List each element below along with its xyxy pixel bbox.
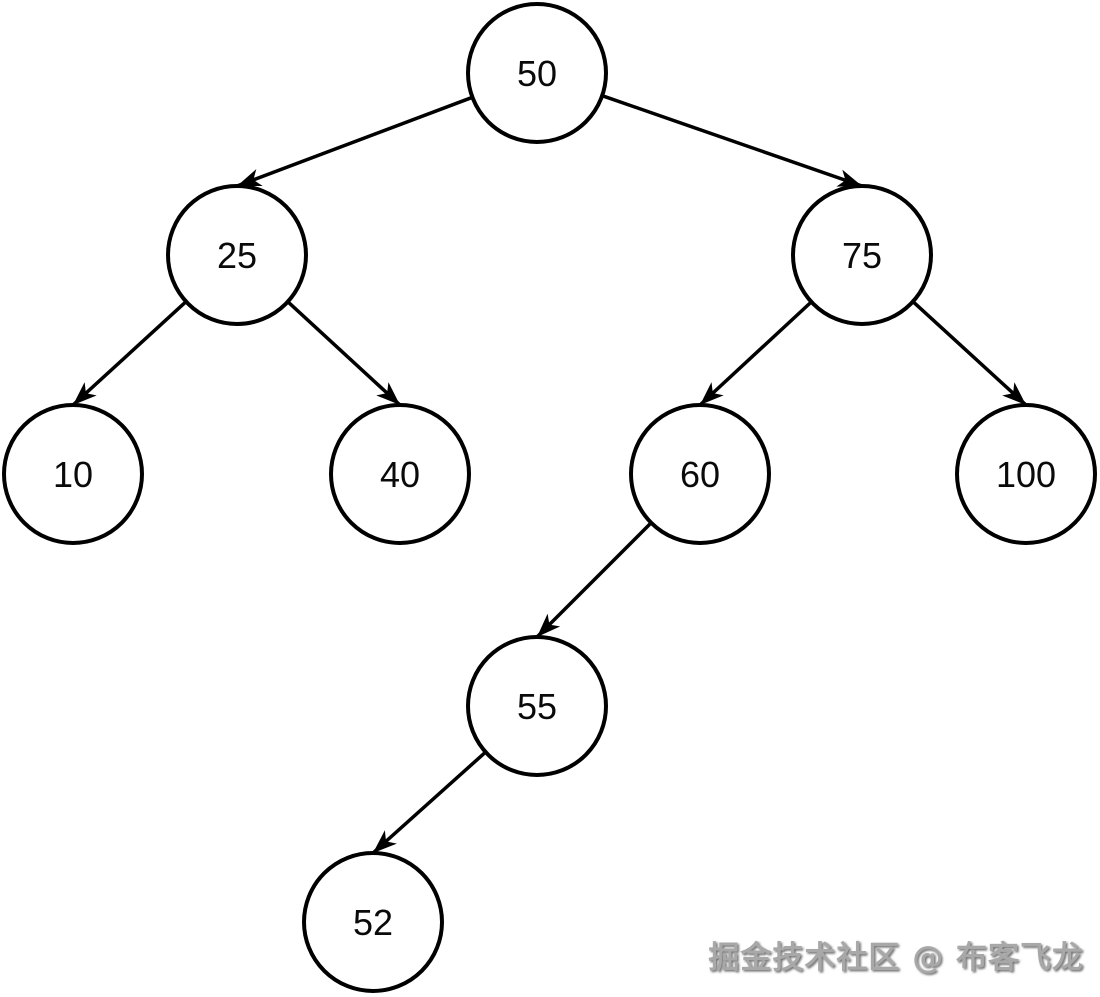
node-circle-40: [329, 403, 471, 545]
node-circle-75: [791, 184, 933, 326]
tree-node-55: 55: [466, 635, 608, 777]
node-label-60: 60: [680, 454, 720, 495]
node-label-50: 50: [517, 53, 557, 94]
node-circle-55: [466, 635, 608, 777]
tree-node-50: 50: [466, 2, 608, 144]
edge-75-100: [911, 300, 1028, 407]
tree-node-100: 100: [955, 403, 1097, 545]
node-label-100: 100: [996, 454, 1056, 495]
node-label-25: 25: [217, 235, 257, 276]
edge-50-25: [236, 95, 474, 188]
tree-node-25: 25: [166, 184, 308, 326]
tree-node-10: 10: [2, 403, 144, 545]
edge-60-55: [535, 521, 653, 639]
tree-node-60: 60: [629, 403, 771, 545]
node-label-75: 75: [842, 235, 882, 276]
node-circle-50: [466, 2, 608, 144]
watermark-text: 掘金技术社区 @ 布客飞龙: [708, 940, 1084, 976]
tree-node-40: 40: [329, 403, 471, 545]
node-circle-100: [955, 403, 1097, 545]
edge-50-75: [601, 94, 863, 188]
edge-75-60: [698, 300, 813, 407]
edge-55-52: [371, 750, 487, 855]
edge-25-40: [286, 300, 402, 407]
node-label-40: 40: [380, 454, 420, 495]
edge-25-10: [71, 300, 188, 407]
node-label-55: 55: [517, 686, 557, 727]
node-label-52: 52: [353, 902, 393, 943]
tree-node-75: 75: [791, 184, 933, 326]
node-circle-10: [2, 403, 144, 545]
tree-node-52: 52: [302, 851, 444, 993]
node-label-10: 10: [53, 454, 93, 495]
node-circle-60: [629, 403, 771, 545]
node-circle-52: [302, 851, 444, 993]
node-circle-25: [166, 184, 308, 326]
